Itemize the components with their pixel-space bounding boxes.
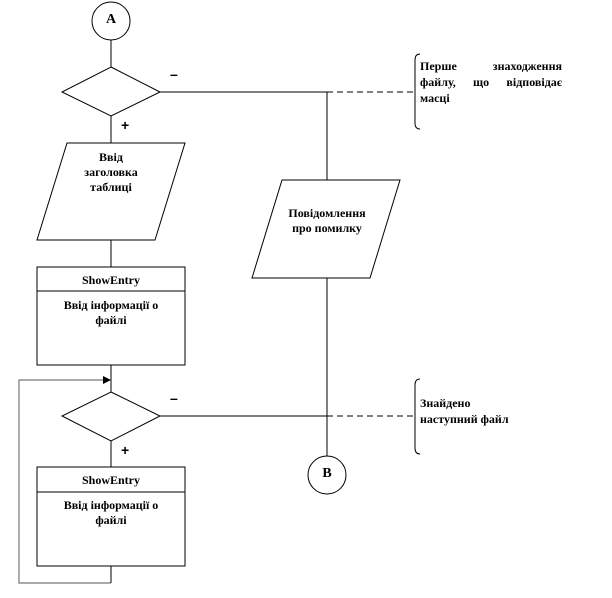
decision-1-comment: Перше знаходження файлу, що відповідає м… <box>420 59 562 105</box>
subroutine-2-box <box>36 466 186 567</box>
subroutine-2-text: Ввід інформації о файлі <box>63 498 159 527</box>
subroutine-1-text: Ввід інформації о файлі <box>63 298 159 327</box>
decision-2-yes-sign: + <box>121 442 130 458</box>
subroutine-1-name: ShowEntry <box>81 273 140 287</box>
input-header-text: Ввід заголовка таблиці <box>61 150 161 195</box>
arrowhead-icon <box>103 376 111 384</box>
decision-1-no-sign: – <box>170 66 178 82</box>
error-output-line-2: про помилку <box>292 221 362 235</box>
connector-a-label: A <box>105 12 117 27</box>
input-header-line-2: заголовка <box>84 165 138 179</box>
loop-back-line <box>18 379 111 584</box>
error-output-line-1: Повідомлення <box>288 206 366 220</box>
decision-1-diamond <box>60 66 162 117</box>
decision-2-no-sign: – <box>170 390 178 406</box>
connector-b-label: B <box>322 466 332 481</box>
subroutine-2-name: ShowEntry <box>81 473 140 487</box>
decision-2-comment-line-2: наступний файл <box>420 412 509 426</box>
decision-1-yes-sign: + <box>121 117 130 133</box>
subroutine-1-box <box>36 266 186 366</box>
comment-bracket <box>414 378 421 455</box>
decision-2-comment: Знайдено наступний файл <box>420 395 570 427</box>
error-output-text: Повідомлення про помилку <box>271 206 383 236</box>
input-header-parallelogram <box>36 142 186 241</box>
connector-b-circle <box>307 455 347 495</box>
input-header-line-3: таблиці <box>90 180 132 194</box>
error-output-parallelogram <box>251 179 401 279</box>
input-header-line-1: Ввід <box>99 150 123 164</box>
comment-bracket <box>414 53 421 130</box>
decision-2-comment-line-1: Знайдено <box>420 396 471 410</box>
decision-2-diamond <box>60 391 162 442</box>
